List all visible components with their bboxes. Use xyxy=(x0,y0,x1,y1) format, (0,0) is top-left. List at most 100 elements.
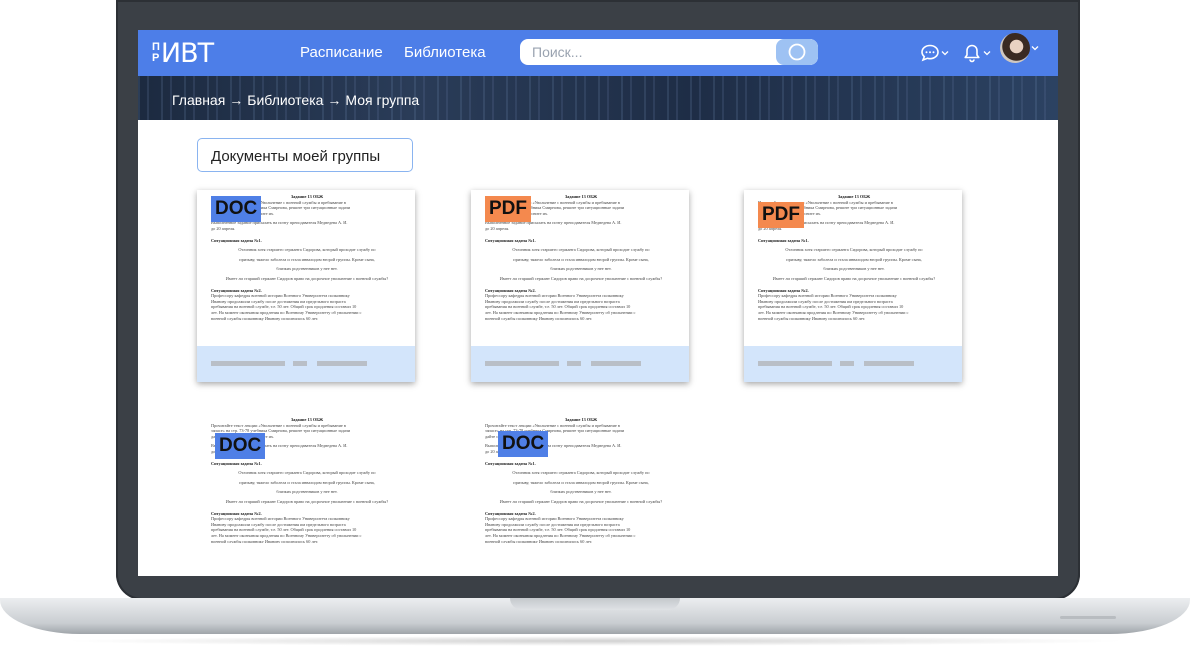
messages-button[interactable] xyxy=(920,41,949,65)
footer-placeholder-bar xyxy=(211,361,285,366)
footer-placeholder-bar xyxy=(293,361,307,366)
doc-preview-line: Прочитайте текст лекции «Увольнение с во… xyxy=(211,199,346,205)
doc-preview-line: близких родственников у нее нет. xyxy=(550,266,612,272)
doc-preview-line: Выполненное задание присылать на почту п… xyxy=(485,220,622,226)
doc-preview-line: призыву, тяжело заболела и стала инвалид… xyxy=(513,479,649,485)
doc-preview-line: до 20 апреля. xyxy=(485,225,510,231)
notifications-button[interactable] xyxy=(962,41,991,65)
doc-preview-line: Ситуационная задача №1. xyxy=(211,237,262,243)
site-logo[interactable]: П Р ИВТ xyxy=(152,37,214,69)
doc-preview-line: Выполненное задание присылать на почту п… xyxy=(485,443,622,449)
doc-preview-line: Отличник хотя старшего сержанта Сидорова… xyxy=(785,247,923,253)
doc-preview-line: Профессору кафедры военной истории Военн… xyxy=(211,516,350,522)
doc-preview-line: Прочитайте текст лекции «Увольнение с во… xyxy=(485,199,620,205)
logo-letter-top: П xyxy=(152,41,160,53)
doc-preview-line: запасе» на стр. 73-78 учебника Смирнова,… xyxy=(211,428,351,434)
breadcrumb: Главная → Библиотека → Моя группа xyxy=(172,92,419,108)
footer-placeholder-bar xyxy=(567,361,581,366)
doc-preview-line: пребывания на военной службе, т.е. 50 ле… xyxy=(485,304,631,310)
doc-preview-line: Задание 13 ОБЖ xyxy=(837,194,871,199)
avatar xyxy=(1000,33,1030,63)
doc-preview-line: Профессору кафедры военной истории Военн… xyxy=(211,293,350,299)
search-input[interactable] xyxy=(520,39,782,65)
chevron-down-icon xyxy=(1031,46,1039,51)
doc-preview-line: Прочитайте текст лекции «Увольнение с во… xyxy=(758,199,893,205)
doc-preview-line: Задание 13 ОБЖ xyxy=(564,417,598,422)
doc-preview-line: пребывания на военной службе, т.е. 50 ле… xyxy=(758,304,904,310)
doc-preview-line: Ситуационная задача №2. xyxy=(485,287,536,293)
doc-preview-line: близких родственников у нее нет. xyxy=(823,266,885,272)
doc-preview-line: Ситуационная задача №1. xyxy=(758,237,809,243)
breadcrumb-home[interactable]: Главная xyxy=(172,92,226,108)
doc-preview-line: Ситуационная задача №1. xyxy=(485,460,536,466)
section-title: Документы моей группы xyxy=(197,138,413,172)
breadcrumb-library[interactable]: Библиотека xyxy=(247,92,324,108)
nav-library[interactable]: Библиотека xyxy=(404,44,486,61)
doc-preview-line: Выполненное задание присылать на почту п… xyxy=(758,220,895,226)
doc-preview-line: Иванову продолжили службу после достижен… xyxy=(758,298,893,304)
doc-preview-line: пребывания на военной службе, т.е. 50 ле… xyxy=(211,304,357,310)
doc-preview-line: Профессору кафедры военной истории Военн… xyxy=(758,293,897,299)
doc-preview-line: запасе» на стр. 73-78 учебника Смирнова,… xyxy=(485,205,625,211)
chat-icon xyxy=(921,44,939,62)
laptop-shadow xyxy=(60,636,1130,646)
doc-preview-line: лет. На момент окончания продления по Во… xyxy=(211,309,362,315)
doc-preview-line: Выполненное задание присылать на почту п… xyxy=(211,220,348,226)
doc-preview-line: военной службы полковнику Иванову исполн… xyxy=(758,315,866,321)
doc-preview-line: близких родственников у нее нет. xyxy=(276,489,338,495)
breadcrumb-arrow: → xyxy=(327,92,342,108)
doc-preview-line: Ситуационная задача №1. xyxy=(211,460,262,466)
footer-placeholder-bar xyxy=(840,361,854,366)
footer-placeholder-bar xyxy=(864,361,914,366)
card-footer xyxy=(471,346,689,382)
doc-preview-line: Иванову продолжили службу после достижен… xyxy=(211,298,346,304)
doc-preview-line: лет. На момент окончания продления по Во… xyxy=(758,309,909,315)
doc-preview-line: военной службы полковнику Иванову исполн… xyxy=(211,538,319,544)
doc-preview-line: Отличник хотя старшего сержанта Сидорова… xyxy=(512,247,650,253)
header-banner: Главная → Библиотека → Моя группа xyxy=(138,76,1058,120)
doc-preview-line: до 20 апреля. xyxy=(485,448,509,454)
doc-preview-line: Имеет ли старший сержант Сидоров право н… xyxy=(225,275,389,281)
doc-preview-line: призыву, тяжело заболела и стала инвалид… xyxy=(786,256,922,262)
doc-preview-line: пребывания на военной службе, т.е. 50 ле… xyxy=(485,527,631,533)
card-footer xyxy=(744,346,962,382)
doc-preview-line: призыву, тяжело заболела и стала инвалид… xyxy=(239,256,375,262)
chevron-down-icon xyxy=(941,51,949,56)
doc-preview-line: Иванову продолжили службу после достижен… xyxy=(485,521,620,527)
doc-preview-line: Иванову продолжили службу после достижен… xyxy=(211,521,346,527)
nav-schedule[interactable]: Расписание xyxy=(300,44,383,61)
logo-text: ИВТ xyxy=(160,37,214,69)
logo-letter-bottom: Р xyxy=(152,52,160,64)
doc-preview-line: Задание 13 ОБЖ xyxy=(290,194,324,199)
doc-preview-line: Профессору кафедры военной истории Военн… xyxy=(485,516,624,522)
doc-preview-line: запасе» на стр. 73-78 учебника Смирнова,… xyxy=(485,428,625,434)
profile-button[interactable] xyxy=(1000,33,1039,63)
screen: П Р ИВТ Расписание Библиотека xyxy=(138,30,1058,576)
doc-preview-line: Прочитайте текст лекции «Увольнение с во… xyxy=(211,422,346,428)
bell-icon xyxy=(964,44,980,63)
doc-preview-line: Ситуационная задача №2. xyxy=(758,287,809,293)
breadcrumb-my-group: Моя группа xyxy=(345,92,420,108)
footer-placeholder-bar xyxy=(317,361,367,366)
footer-placeholder-bar xyxy=(758,361,832,366)
laptop-notch xyxy=(510,598,680,610)
laptop-foot-line xyxy=(1060,616,1116,619)
doc-preview-line: запасе» на стр. 73-78 учебника Смирнова,… xyxy=(211,205,351,211)
doc-preview-line: Ситуационная задача №1. xyxy=(485,237,536,243)
chevron-down-icon xyxy=(983,51,991,56)
file-type-badge: PDF xyxy=(485,196,531,222)
search-button[interactable] xyxy=(776,39,818,65)
doc-preview-line: призыву, тяжело заболела и стала инвалид… xyxy=(239,479,375,485)
doc-preview-line: лет. На момент окончания продления по Во… xyxy=(211,532,362,538)
doc-preview-line: лет. На момент окончания продления по Во… xyxy=(485,532,636,538)
doc-preview-line: военной службы полковнику Иванову исполн… xyxy=(485,315,593,321)
doc-preview-line: Отличник хотя старшего сержанта Сидорова… xyxy=(512,470,650,476)
